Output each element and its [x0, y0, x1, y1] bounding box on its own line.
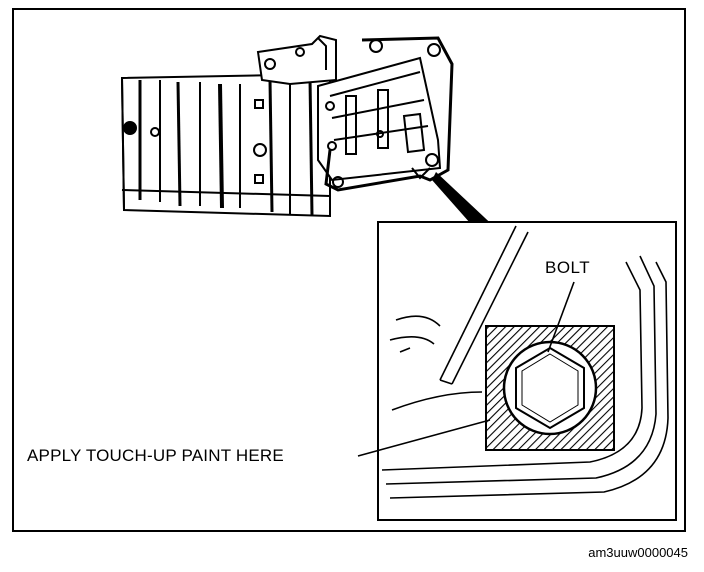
- callout-arrow: [432, 172, 500, 232]
- paint-instruction-label: APPLY TOUCH-UP PAINT HERE: [27, 446, 284, 465]
- detail-view: [377, 221, 677, 521]
- bolt-label: BOLT: [545, 258, 591, 277]
- bolt-head: [515, 346, 585, 430]
- side-member: [317, 56, 442, 182]
- frame-member-assembly: [120, 72, 331, 218]
- figure-frame: [12, 8, 686, 532]
- bolt-leader-line: [547, 281, 575, 353]
- paint-leader-line: [357, 419, 491, 457]
- flange-plate: [324, 36, 454, 192]
- upper-bracket: [256, 34, 337, 86]
- figure-code: am3uuw0000045: [588, 545, 688, 560]
